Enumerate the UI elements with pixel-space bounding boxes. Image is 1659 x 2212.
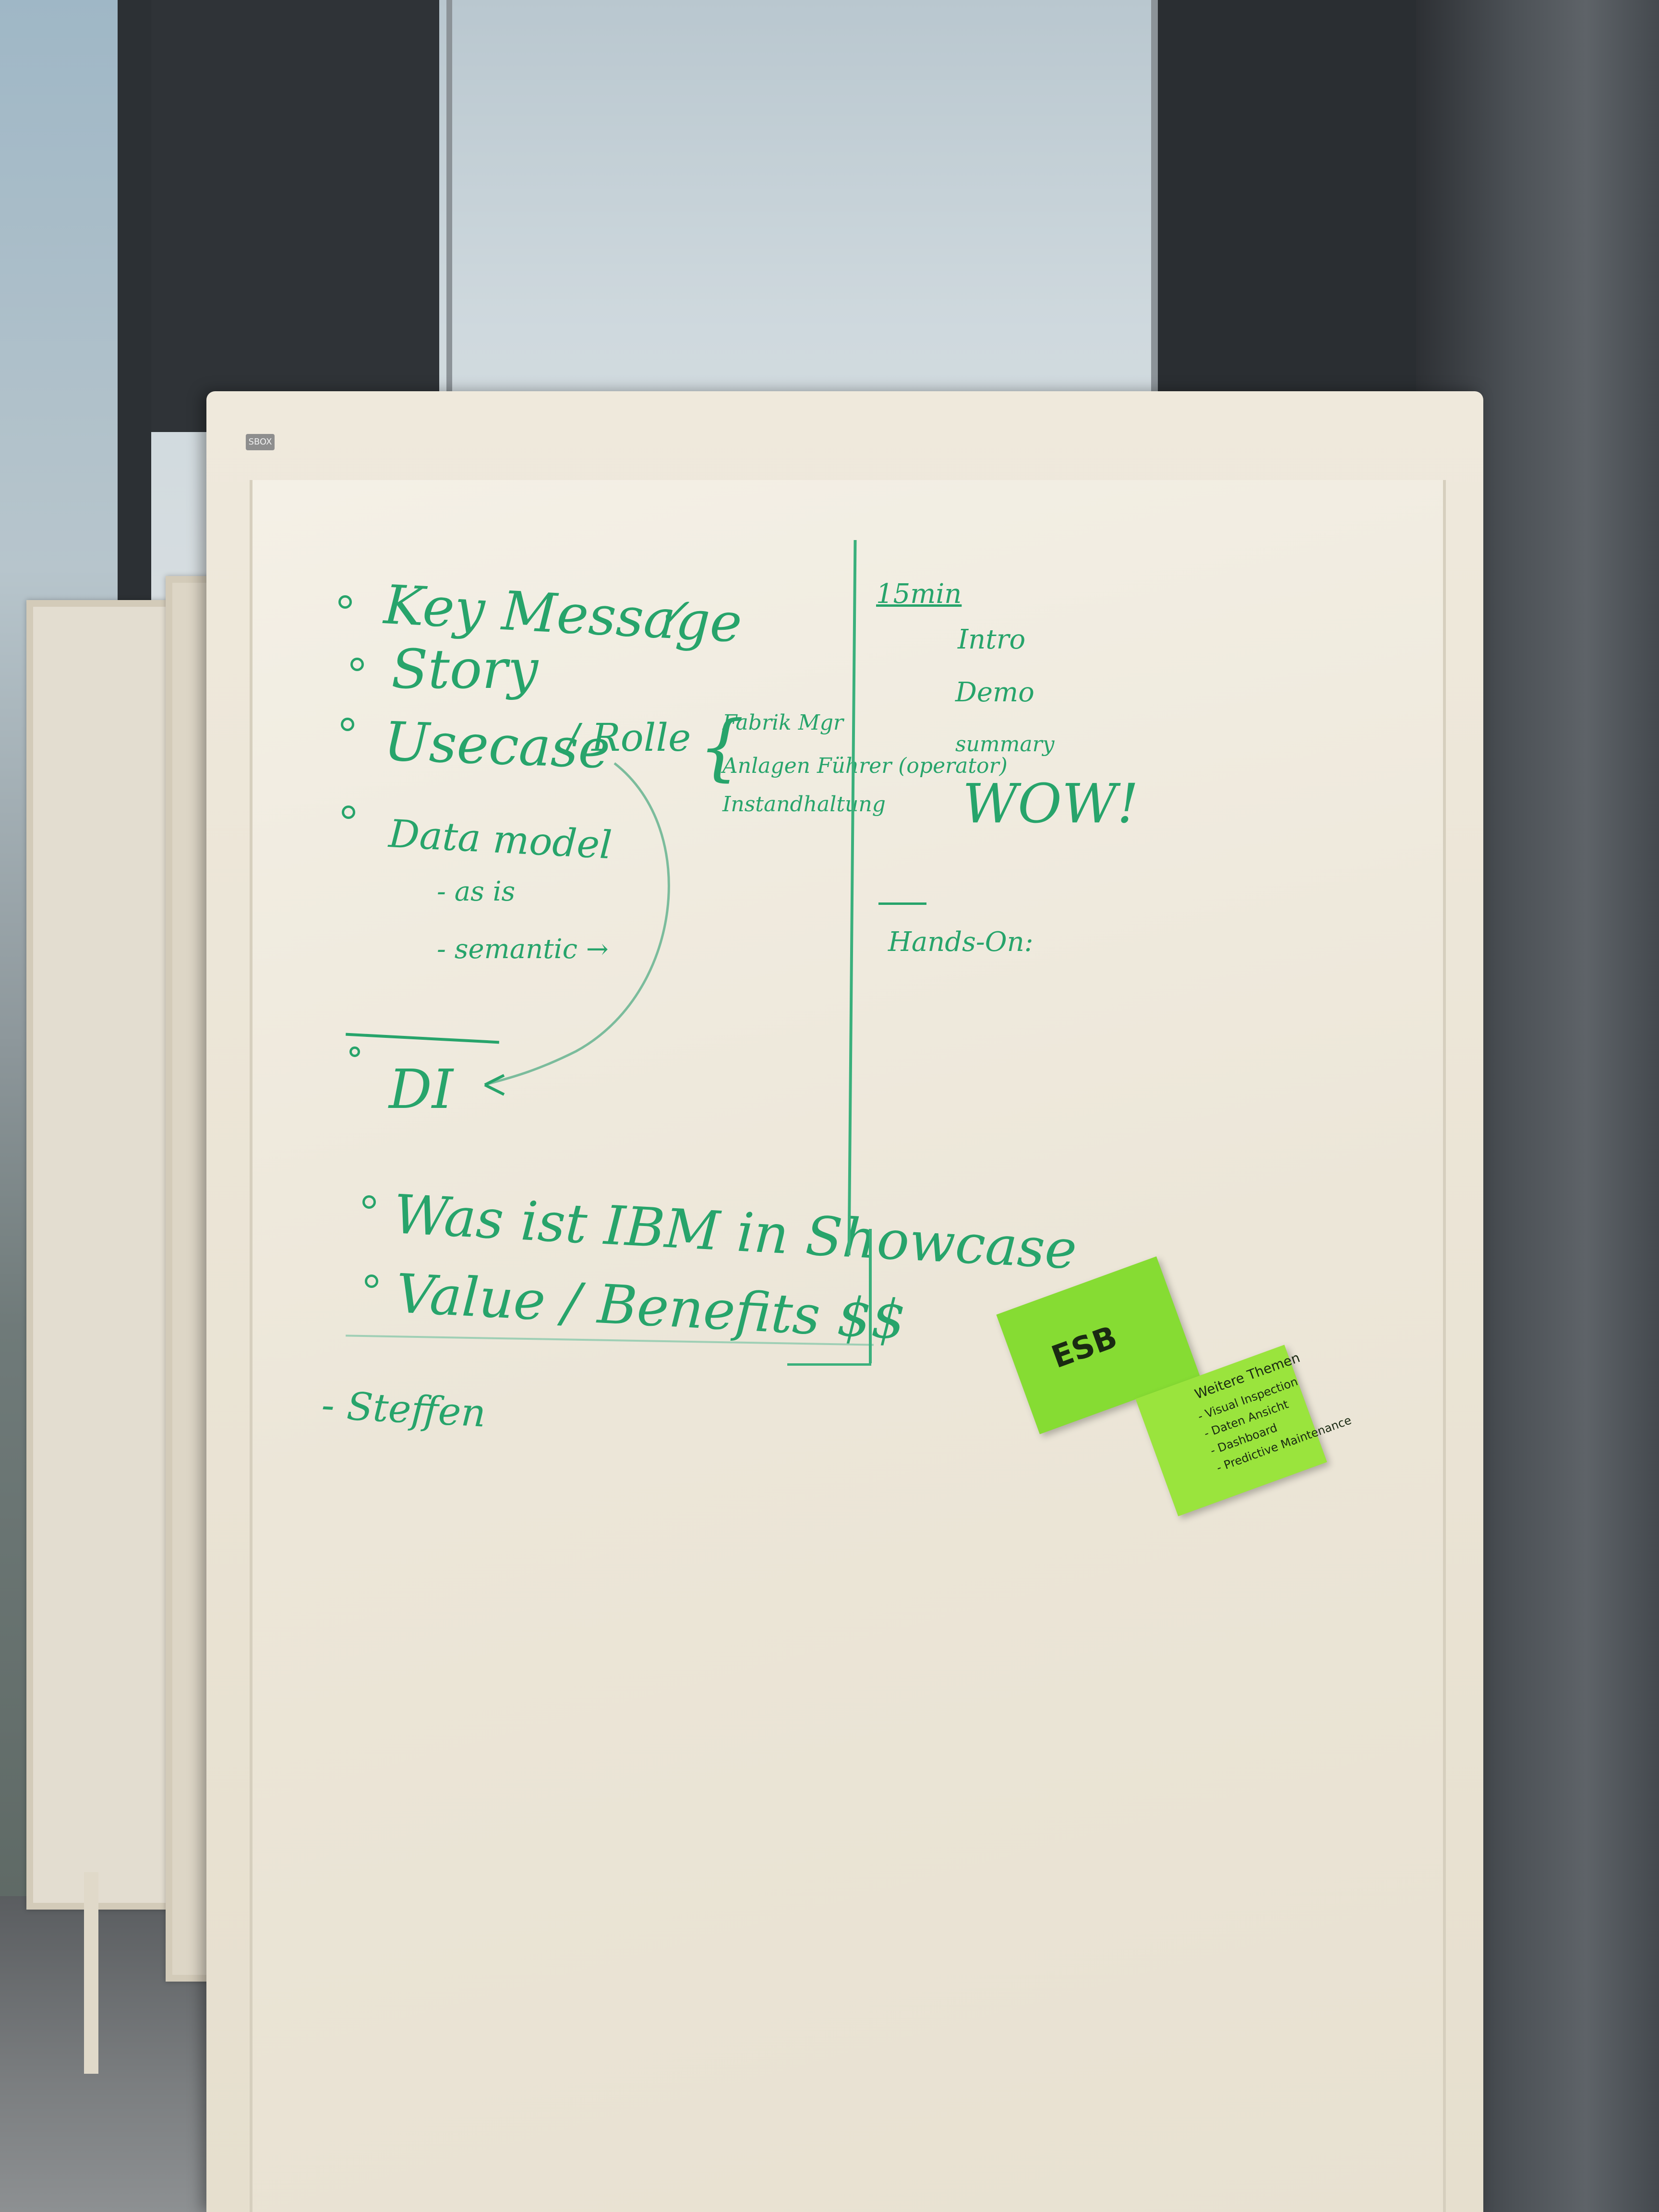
agenda-wow: WOW!: [962, 773, 1139, 835]
bullet-icon: [350, 658, 364, 671]
whiteboard-surface: [250, 480, 1446, 2212]
agenda-intro: Intro: [958, 624, 1026, 655]
sticky-esb-text: ESB: [1047, 1319, 1122, 1376]
curved-arrow: [484, 762, 670, 1096]
bracket-line: [869, 1229, 872, 1363]
checkmark-icon: ✓: [658, 590, 690, 635]
bracket-line: [787, 1363, 871, 1366]
author-label: - Steffen: [320, 1382, 487, 1436]
agenda-time: 15min: [876, 578, 962, 610]
hands-on-label: Hands-On:: [888, 926, 1034, 958]
bullet-icon: [365, 1274, 378, 1288]
window-frame-edge: [1151, 0, 1158, 413]
role-fabrik-mgr: Fabrik Mgr: [722, 710, 843, 735]
bullet-icon: [342, 805, 355, 819]
role-instandhaltung: Instandhaltung: [722, 792, 886, 817]
rolle-label: / Rolle: [566, 715, 691, 760]
window-mullion: [151, 0, 439, 432]
window-frame-edge: [446, 0, 452, 413]
role-bracket-icon: {: [698, 706, 745, 789]
brand-label: SBOX: [246, 434, 275, 450]
role-anlagen-fuehrer: Anlagen Führer (operator): [722, 754, 1008, 778]
bullet-icon: [338, 595, 352, 609]
item-story: Story: [391, 638, 538, 701]
whiteboard-stand-leg: [84, 1872, 98, 2074]
data-model-sub-as-is: - as is: [437, 876, 516, 907]
bullet-icon: [341, 718, 354, 731]
data-model-sub-semantic: - semantic →: [437, 934, 609, 965]
window-mullion: [1157, 0, 1416, 422]
hands-on-overline: [878, 902, 926, 905]
bullet-icon: [362, 1195, 376, 1209]
agenda-demo: Demo: [955, 677, 1034, 708]
bullet-icon: [349, 1046, 360, 1057]
di-label: DI: [389, 1058, 454, 1121]
agenda-summary: summary: [955, 732, 1055, 757]
